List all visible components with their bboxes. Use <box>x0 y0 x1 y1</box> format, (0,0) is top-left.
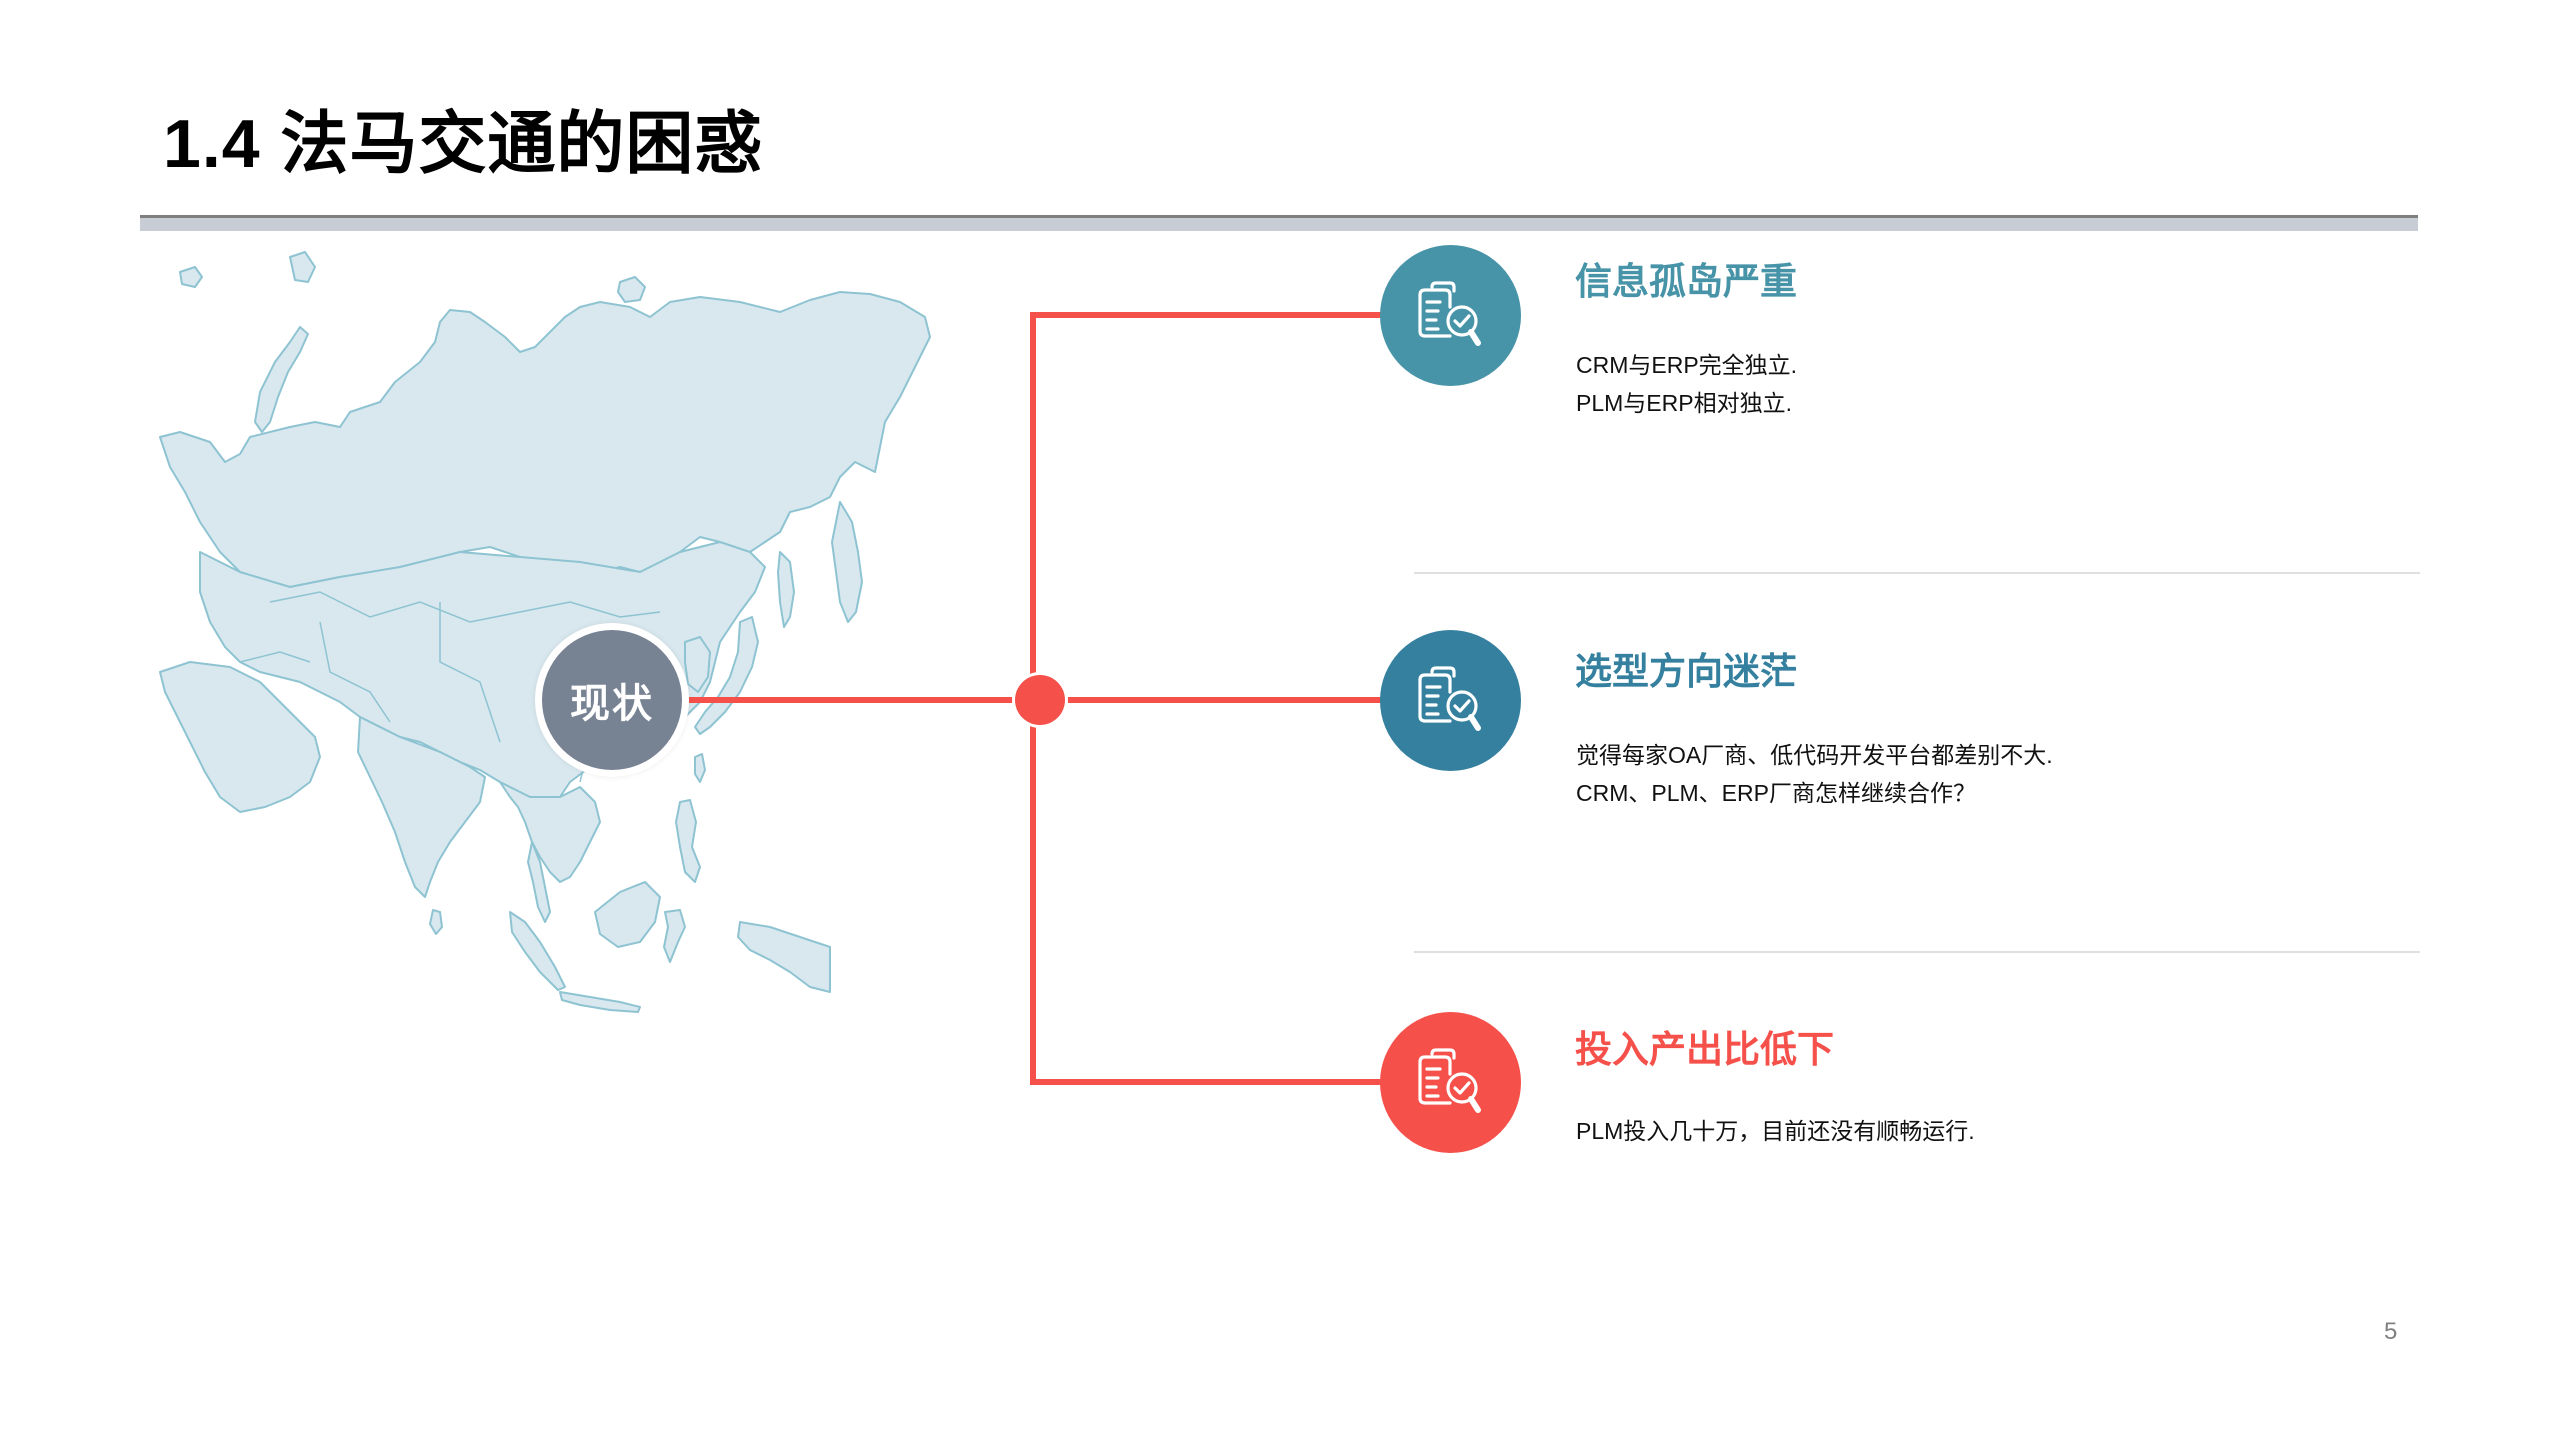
separator-2 <box>1414 951 2420 953</box>
connector-branch-top <box>1030 312 1382 318</box>
page-title: 1.4 法马交通的困惑 <box>163 106 764 182</box>
separator-1 <box>1414 572 2420 574</box>
item-desc-2: 觉得每家OA厂商、低代码开发平台都差别不大. CRM、PLM、ERP厂商怎样继续… <box>1576 736 2053 812</box>
status-node-label: 现状 <box>542 630 682 770</box>
item-desc-line: 觉得每家OA厂商、低代码开发平台都差别不大. <box>1576 742 2053 768</box>
header-divider-bar <box>140 215 2418 231</box>
document-search-check-icon <box>1417 665 1481 731</box>
junction-dot <box>1015 675 1065 725</box>
item-icon-3 <box>1380 1012 1521 1153</box>
item-icon-1 <box>1380 245 1521 386</box>
document-search-check-icon <box>1417 280 1481 346</box>
item-desc-line: CRM、PLM、ERP厂商怎样继续合作？ <box>1576 780 1976 806</box>
item-title-3: 投入产出比低下 <box>1575 1029 1834 1070</box>
document-search-check-icon <box>1417 1047 1481 1113</box>
page-number: 5 <box>2384 1318 2398 1345</box>
item-desc-1: CRM与ERP完全独立. PLM与ERP相对独立. <box>1576 346 1797 422</box>
item-title-2: 选型方向迷茫 <box>1575 651 1797 692</box>
status-node: 现状 <box>535 623 689 777</box>
item-desc-line: PLM与ERP相对独立. <box>1576 390 1792 416</box>
item-title-1: 信息孤岛严重 <box>1575 261 1797 302</box>
item-desc-line: CRM与ERP完全独立. <box>1576 352 1798 378</box>
item-desc-3: PLM投入几十万，目前还没有顺畅运行. <box>1576 1112 1975 1150</box>
item-icon-2 <box>1380 630 1521 771</box>
item-desc-line: PLM投入几十万，目前还没有顺畅运行. <box>1576 1118 1975 1144</box>
connector-branch-bottom <box>1030 1079 1382 1085</box>
asia-map-icon <box>159 251 931 1013</box>
